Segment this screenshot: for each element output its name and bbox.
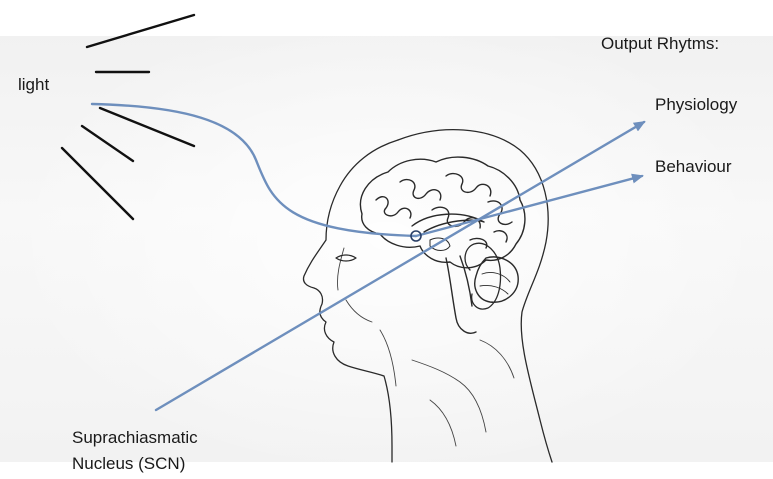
output-rhythms-heading: Output Rhytms:	[601, 34, 719, 54]
neck-contour	[412, 340, 514, 446]
arrows	[92, 104, 644, 410]
head-profile-sketch	[303, 130, 552, 462]
physiology-label: Physiology	[655, 95, 737, 115]
brain-gyri-3	[446, 174, 491, 196]
light-ray-5	[62, 148, 133, 219]
light-ray-1	[87, 15, 194, 47]
eye	[336, 255, 356, 261]
brain-gyri-1	[376, 197, 411, 218]
light-label: light	[18, 75, 49, 95]
scn-label-line2: Nucleus (SCN)	[72, 451, 198, 477]
thalamus	[430, 238, 450, 251]
light-rays	[62, 15, 194, 219]
light-ray-3	[100, 108, 194, 146]
brain-sketch	[360, 157, 524, 333]
head-outline-back	[398, 130, 552, 462]
scn-to-physiology-arrow	[156, 122, 644, 410]
cerebellum-folds	[480, 272, 510, 294]
scn-label-line1: Suprachiasmatic	[72, 425, 198, 451]
behaviour-label: Behaviour	[655, 157, 732, 177]
head-outline	[303, 140, 398, 462]
scn-label: Suprachiasmatic Nucleus (SCN)	[72, 425, 198, 477]
brain-gyri-2	[400, 180, 441, 200]
brain-gyri-6	[470, 231, 507, 248]
scn-to-behaviour-arrow	[416, 176, 642, 236]
cerebellum	[475, 257, 518, 302]
light-ray-4	[82, 126, 133, 161]
